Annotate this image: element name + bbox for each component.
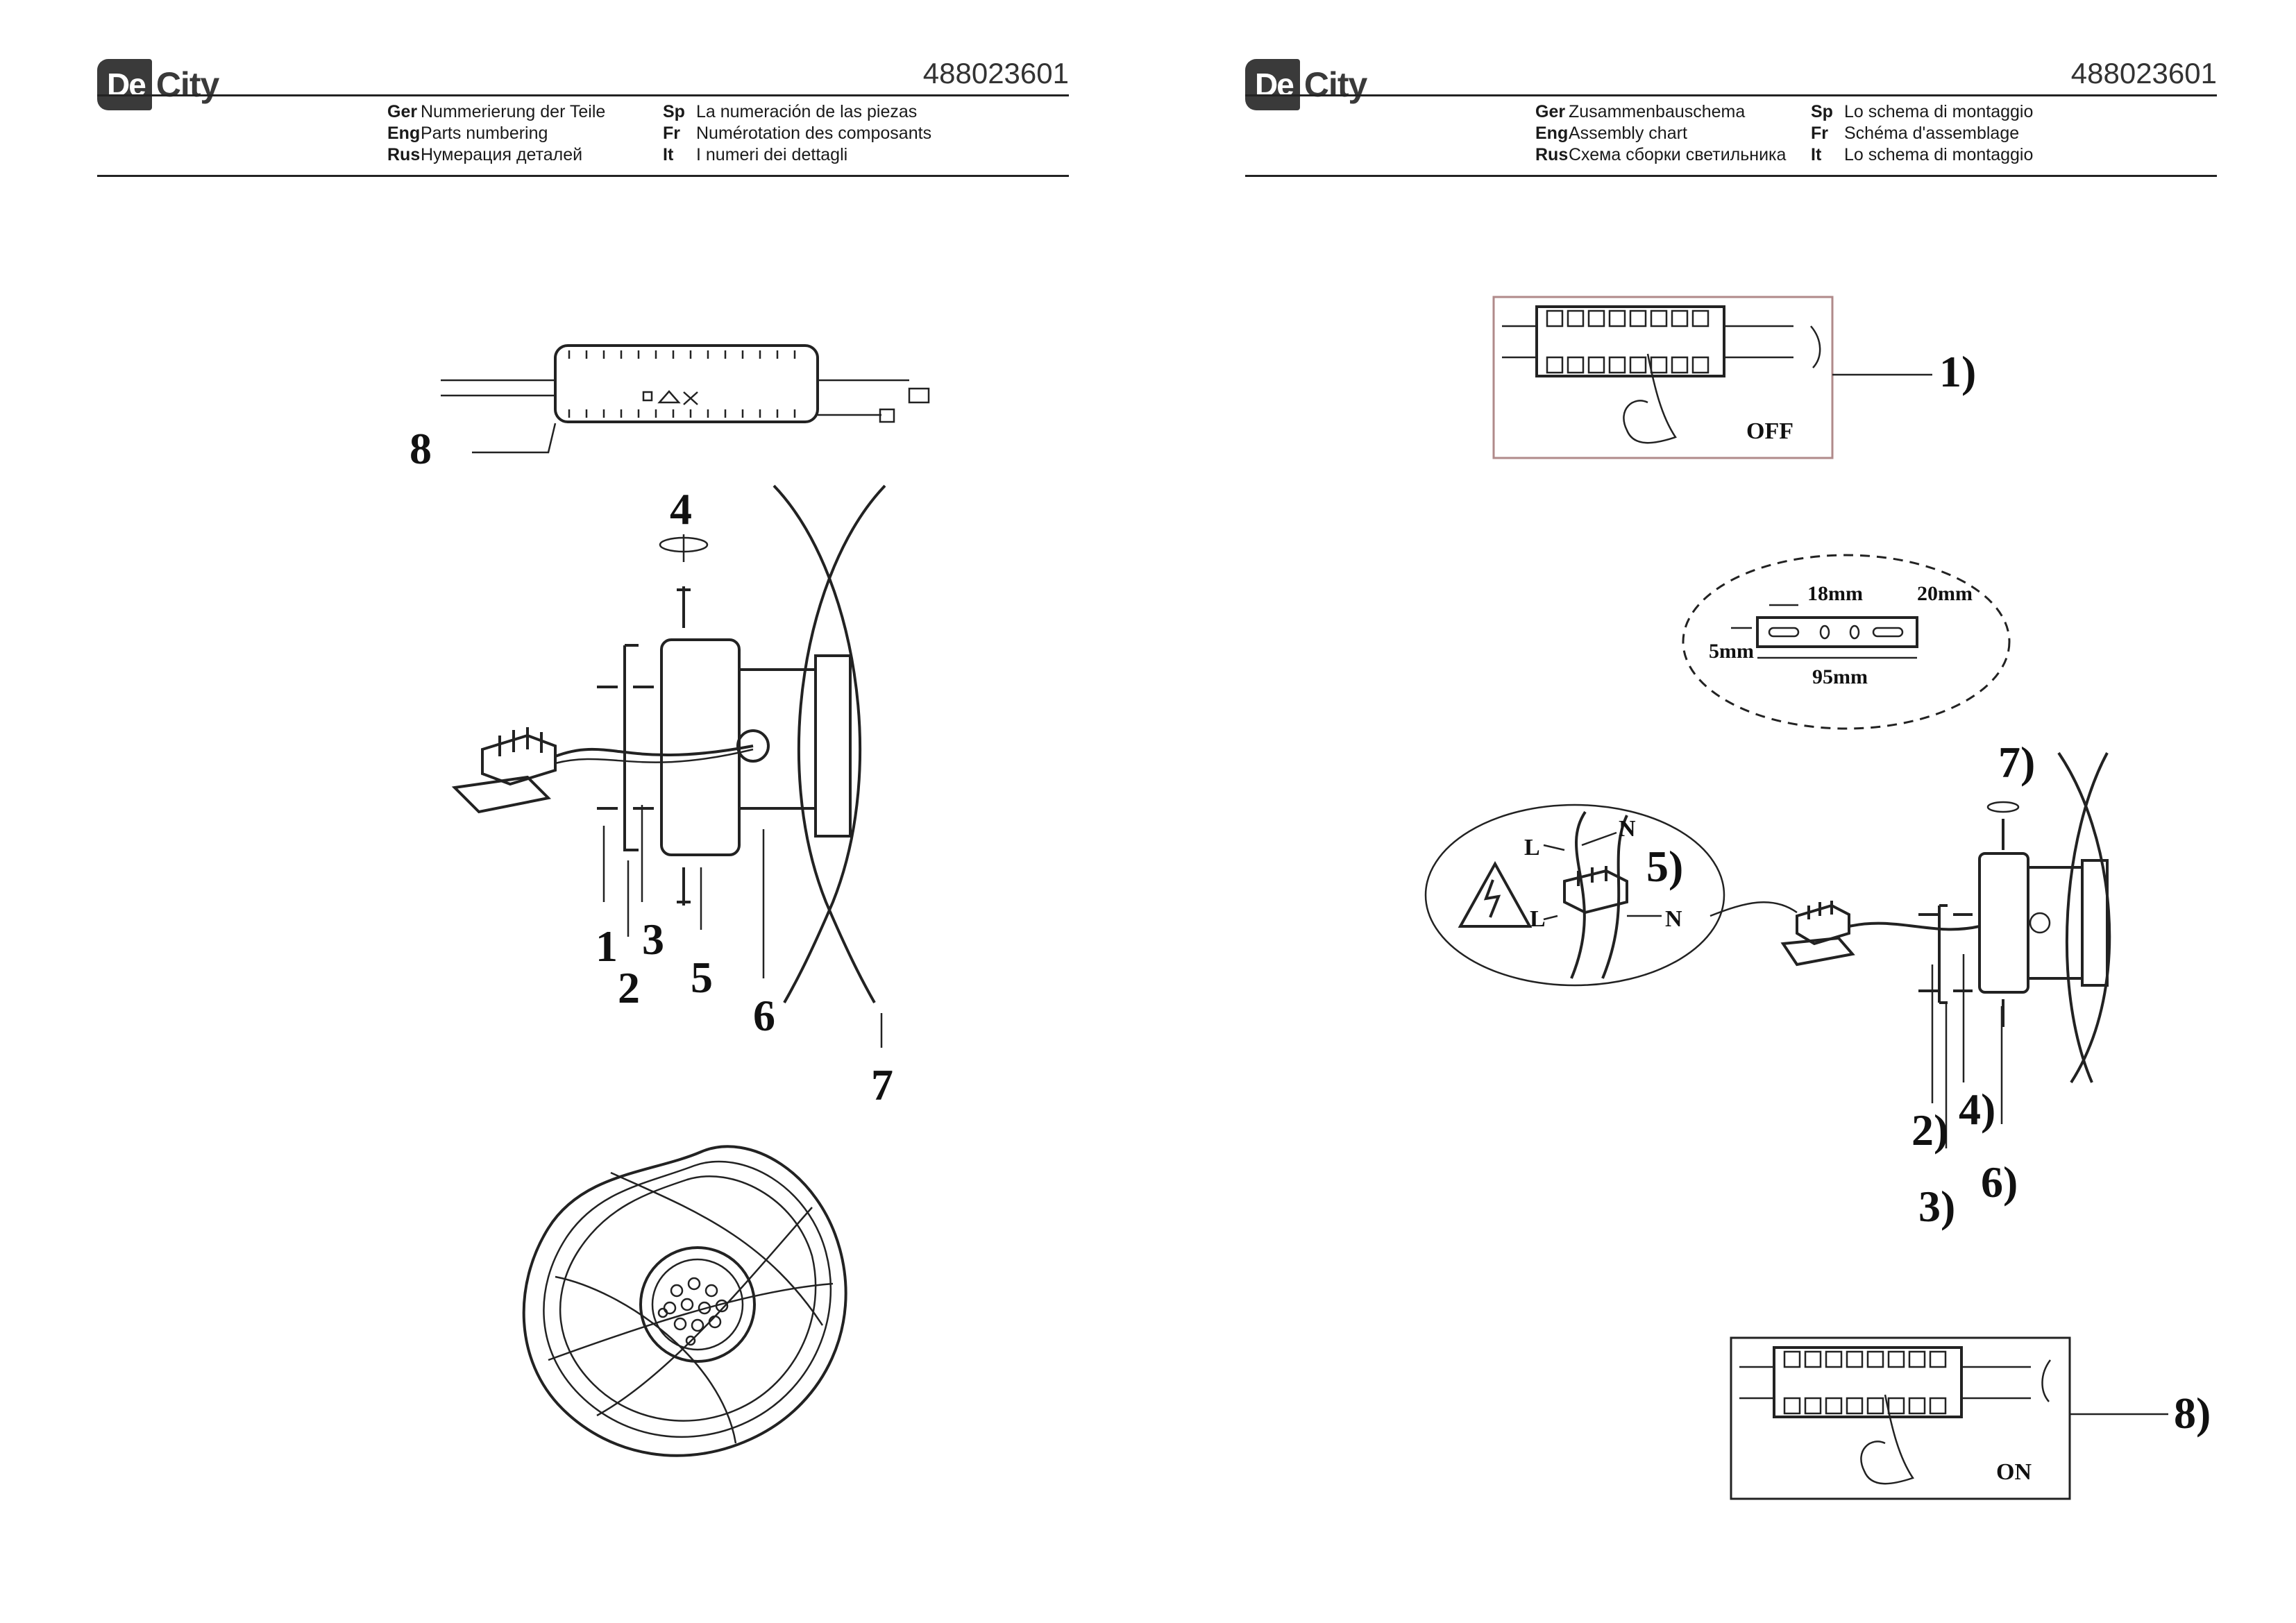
article-number: 488023601 bbox=[922, 57, 1069, 90]
dim-20mm: 20mm bbox=[1917, 582, 1973, 605]
dim-95mm: 95mm bbox=[1812, 665, 1868, 688]
switch-off-label: OFF bbox=[1746, 418, 1793, 444]
decor-rods-illustration bbox=[773, 484, 886, 1003]
header-rule-bottom bbox=[97, 175, 1069, 177]
brand-logo: De City bbox=[97, 57, 219, 112]
brand-logo: De City bbox=[1245, 57, 1367, 112]
wiring-detail-illustration bbox=[1424, 804, 1798, 987]
lang-row-rus: RusНумерация деталей bbox=[387, 145, 583, 164]
wire-live-label-top: L bbox=[1524, 835, 1540, 860]
callout-1: 1 bbox=[596, 921, 618, 971]
wire-neutral-label-bottom: N bbox=[1665, 906, 1682, 932]
header-rule-bottom bbox=[1245, 175, 2217, 177]
article-number: 488023601 bbox=[2070, 57, 2217, 90]
callout-8: 8 bbox=[410, 424, 432, 473]
step-7: 7) bbox=[1998, 738, 2035, 787]
callout-2: 2 bbox=[618, 963, 640, 1012]
step-8: 8) bbox=[2174, 1388, 2211, 1438]
driver-illustration bbox=[441, 344, 930, 454]
brand-mark: De bbox=[1245, 59, 1300, 110]
callout-3: 3 bbox=[642, 915, 664, 964]
step-1: 1) bbox=[1939, 347, 1976, 396]
brand-text: City bbox=[155, 65, 219, 104]
step-3: 3) bbox=[1918, 1182, 1955, 1231]
callout-5: 5 bbox=[691, 953, 713, 1002]
dim-18mm: 18mm bbox=[1807, 582, 1863, 605]
switch-on-illustration bbox=[1730, 1336, 2071, 1500]
step-4: 4) bbox=[1959, 1085, 1995, 1134]
wire-neutral-label-top: N bbox=[1619, 816, 1636, 842]
dim-5mm: 5mm bbox=[1709, 640, 1754, 663]
canopy-illustration bbox=[451, 534, 852, 906]
callout-6: 6 bbox=[753, 991, 775, 1040]
mounting-assembly-illustration bbox=[1780, 751, 2111, 1084]
step-2: 2) bbox=[1911, 1105, 1948, 1155]
callout-7: 7 bbox=[871, 1060, 893, 1110]
step-5: 5) bbox=[1646, 842, 1683, 891]
step-leaders bbox=[1931, 954, 2003, 1148]
lang-row-eng: EngParts numbering bbox=[387, 124, 548, 143]
lang-row-rus: RusСхема сборки светильника bbox=[1535, 145, 1787, 164]
lang-row-eng: EngAssembly chart bbox=[1535, 124, 1687, 143]
callout-4: 4 bbox=[670, 484, 692, 534]
step-6: 6) bbox=[1981, 1157, 2018, 1207]
callout-leaders bbox=[602, 805, 883, 1048]
brand-mark: De bbox=[97, 59, 152, 110]
brand-text: City bbox=[1303, 65, 1367, 104]
switch-on-label: ON bbox=[1996, 1459, 2032, 1485]
wire-live-label-bottom: L bbox=[1530, 906, 1546, 932]
switch-off-illustration bbox=[1492, 296, 1834, 459]
diffuser-illustration bbox=[522, 1145, 847, 1457]
bracket-dimensions-illustration bbox=[1682, 554, 2011, 730]
header-rule-top bbox=[1245, 94, 2217, 96]
assembly-diagram: OFF 1) 18mm 20mm 5mm 95mm L N bbox=[1424, 296, 2211, 1500]
header-rule-top bbox=[97, 94, 1069, 96]
parts-diagram: 8 4 1 2 3 5 6 7 bbox=[410, 344, 930, 1457]
